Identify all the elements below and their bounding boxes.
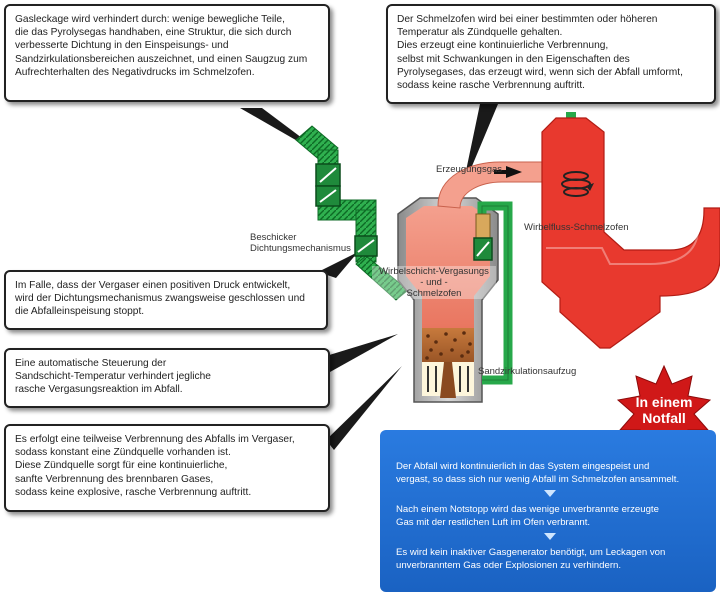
callout-sand-temperature: Eine automatische Steuerung der Sandschi… — [4, 348, 330, 408]
melting-furnace — [541, 112, 720, 349]
melter-label: Wirbelfluss-Schmelzofen — [524, 222, 629, 233]
emergency-step-1: Der Abfall wird kontinuierlich in das Sy… — [396, 461, 680, 485]
pointer-left-2 — [326, 334, 398, 372]
pointer-left-3 — [326, 366, 402, 450]
callout-partial-combustion: Es erfolgt eine teilweise Verbrennung de… — [4, 424, 330, 512]
gas-arrow — [506, 166, 522, 178]
emergency-badge-label: In einem Notfall — [635, 394, 693, 426]
callout-melter: Der Schmelzofen wird bei einer bestimmte… — [386, 4, 716, 104]
callout-gas-leak-text: Gasleckage wird verhindert durch: wenige… — [15, 14, 308, 78]
sand-lift-label: Sandzirkulationsaufzug — [478, 366, 577, 377]
chevron-down-icon — [544, 533, 556, 540]
feeder-label: Beschicker Dichtungsmechanismus — [250, 232, 351, 254]
callout-partial-combustion-text: Es erfolgt eine teilweise Verbrennung de… — [15, 434, 295, 498]
callout-positive-pressure-text: Im Falle, dass der Vergaser einen positi… — [15, 280, 305, 318]
gas-label: Erzeugungsgas — [436, 164, 503, 175]
callout-gas-leak: Gasleckage wird verhindert durch: wenige… — [4, 4, 330, 102]
callout-sand-temperature-text: Eine automatische Steuerung der Sandschi… — [15, 358, 211, 396]
pointer-left-1 — [318, 252, 358, 278]
emergency-panel: Der Abfall wird kontinuierlich in das Sy… — [380, 430, 716, 592]
gasifier-vessel — [397, 197, 499, 403]
chevron-down-icon — [544, 490, 556, 497]
gasifier-label: Wirbelschicht-Vergasungs - und - Schmelz… — [372, 266, 496, 299]
callout-melter-text: Der Schmelzofen wird bei einer bestimmte… — [397, 14, 683, 92]
emergency-step-2: Nach einem Notstopp wird das wenige unve… — [396, 504, 659, 528]
callout-positive-pressure: Im Falle, dass der Vergaser einen positi… — [4, 270, 328, 330]
feeder-pipe — [295, 125, 409, 301]
sand-circulation-lift — [473, 201, 513, 385]
emergency-step-3: Es wird kein inaktiver Gasgenerator benö… — [396, 547, 666, 571]
